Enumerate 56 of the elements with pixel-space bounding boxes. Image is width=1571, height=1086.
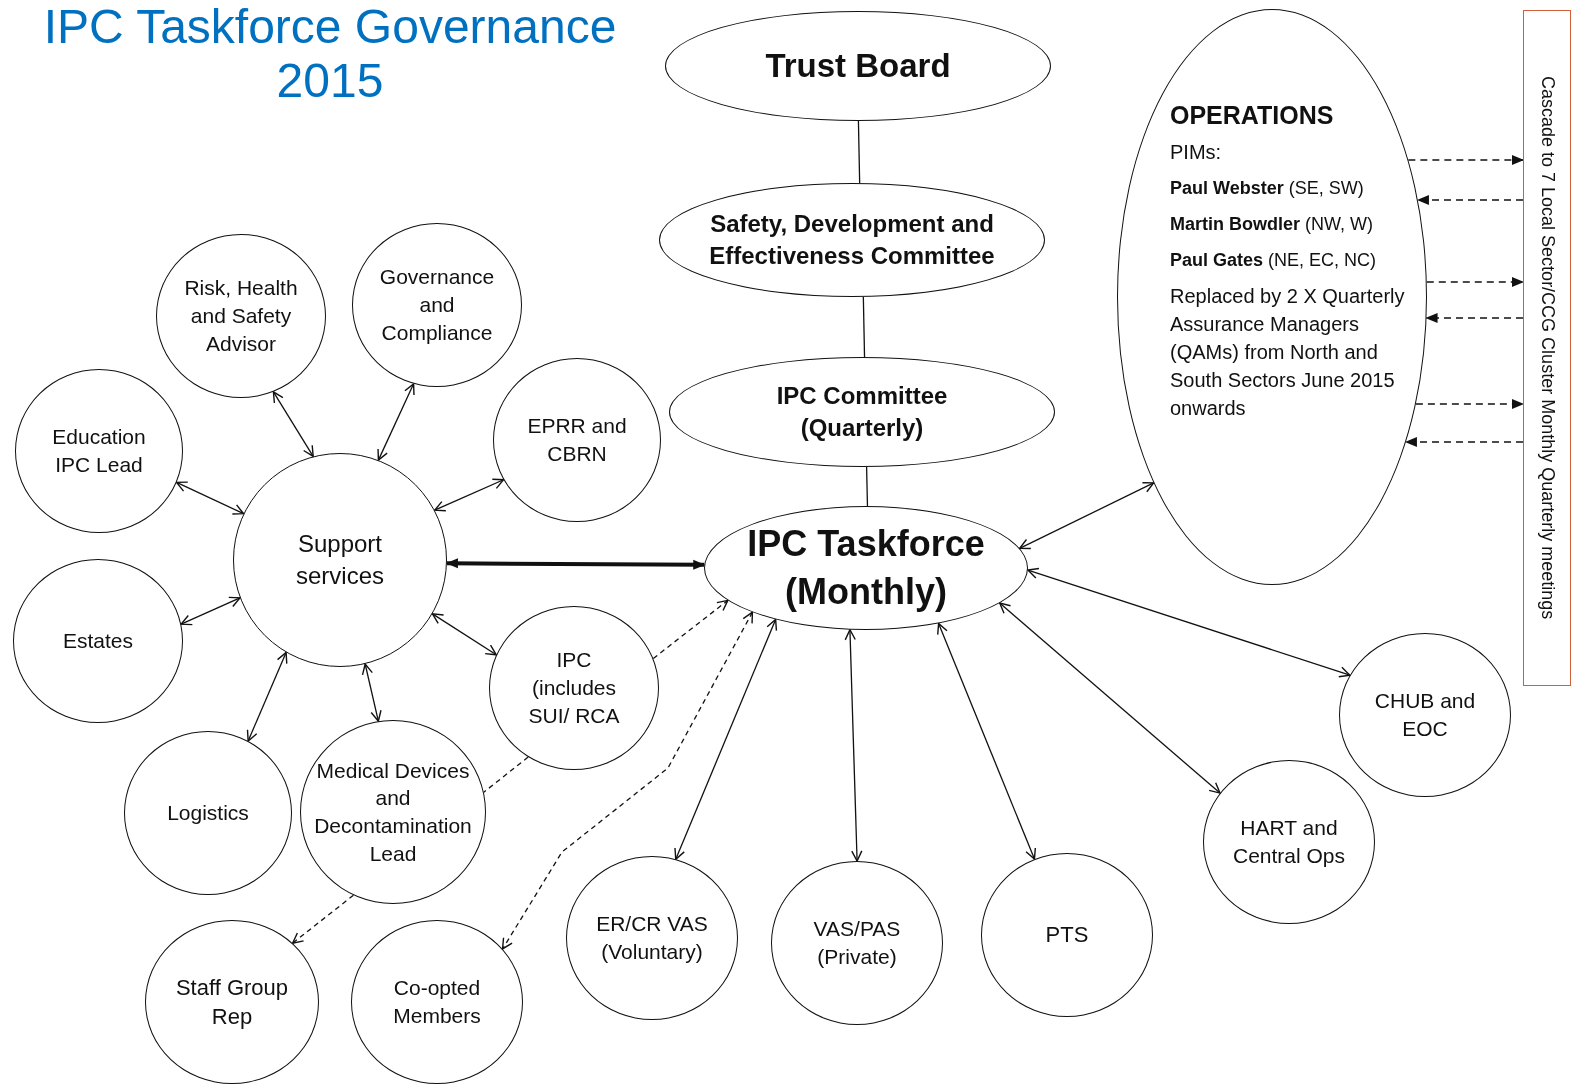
- dashed-arrow: [1407, 155, 1524, 165]
- arrow: [272, 391, 314, 458]
- node-label: EPRR and CBRN: [526, 413, 628, 467]
- connector-line: [865, 466, 869, 507]
- node-label: VAS/PAS (Private): [812, 916, 902, 970]
- arrow: [361, 663, 382, 722]
- dashed-arrow: [1404, 437, 1524, 447]
- node-label: Support services: [295, 529, 385, 591]
- node-label: ER/CR VAS (Voluntary): [595, 911, 709, 965]
- arrow: [175, 481, 245, 515]
- arrow: [999, 602, 1221, 794]
- node-label: Medical Devices and Decontamination Lead: [313, 757, 473, 867]
- node-label: Trust Board: [765, 46, 951, 87]
- dashed-arrow: [291, 894, 355, 944]
- node-label: HART and Central Ops: [1231, 815, 1346, 869]
- arrow: [674, 618, 778, 860]
- cascade-box: [1523, 10, 1571, 686]
- list-item: Paul Gates (NE, EC, NC): [1170, 249, 1378, 273]
- node-label: CHUB and EOC: [1373, 688, 1477, 742]
- node-label: Risk, Health and Safety Advisor: [183, 275, 299, 357]
- arrow: [937, 622, 1037, 860]
- dashed-arrow: [1415, 399, 1524, 409]
- node-label: IPC Committee (Quarterly): [775, 381, 949, 443]
- dashed-arrow: [1425, 313, 1524, 323]
- arrow: [434, 478, 505, 512]
- list-item: Paul Webster (SE, SW): [1170, 177, 1365, 201]
- cascade-text: Cascade to 7 Local Sector/CCG Cluster Monthly Quarterly meetings: [1536, 76, 1559, 620]
- note-text: Replaced by 2 X Quarterly Assurance Managers (QAMs) from North and South Sectors June 2015 onwards: [1170, 284, 1406, 422]
- arrow: [246, 651, 288, 742]
- node-label: Education IPC Lead: [51, 424, 147, 478]
- node-label: PTS: [1045, 921, 1089, 950]
- arrow: [377, 383, 415, 461]
- arrow: [1018, 482, 1155, 550]
- arrow: [844, 629, 863, 862]
- arrow: [431, 613, 497, 656]
- node-label: Logistics: [167, 800, 249, 827]
- arrow: [445, 558, 706, 570]
- node-label: Governance and Compliance: [378, 264, 496, 346]
- dashed-arrow: [501, 611, 754, 950]
- arrow: [180, 596, 241, 626]
- arrow: [1027, 567, 1351, 678]
- node-label: Staff Group Rep: [174, 973, 290, 1031]
- dashed-arrow: [652, 599, 729, 660]
- node-label: Co-opted Members: [392, 975, 482, 1029]
- node-label: IPC Taskforce (Monthly): [746, 522, 986, 614]
- dashed-arrow: [1416, 195, 1524, 205]
- node-label: IPC (includes SUI/ RCA: [527, 647, 621, 729]
- node-label: Safety, Development and Effectiveness Committee: [708, 209, 996, 271]
- dashed-arrow: [1426, 277, 1524, 287]
- connector-line: [862, 296, 866, 358]
- list-item: Martin Bowdler (NW, W): [1170, 213, 1374, 237]
- heading: OPERATIONS: [1170, 102, 1335, 129]
- connector-line: [857, 120, 861, 184]
- node-label: Estates: [62, 628, 133, 655]
- title: IPC Taskforce Governance 2015: [42, 0, 618, 108]
- list-item: PIMs:: [1170, 140, 1223, 166]
